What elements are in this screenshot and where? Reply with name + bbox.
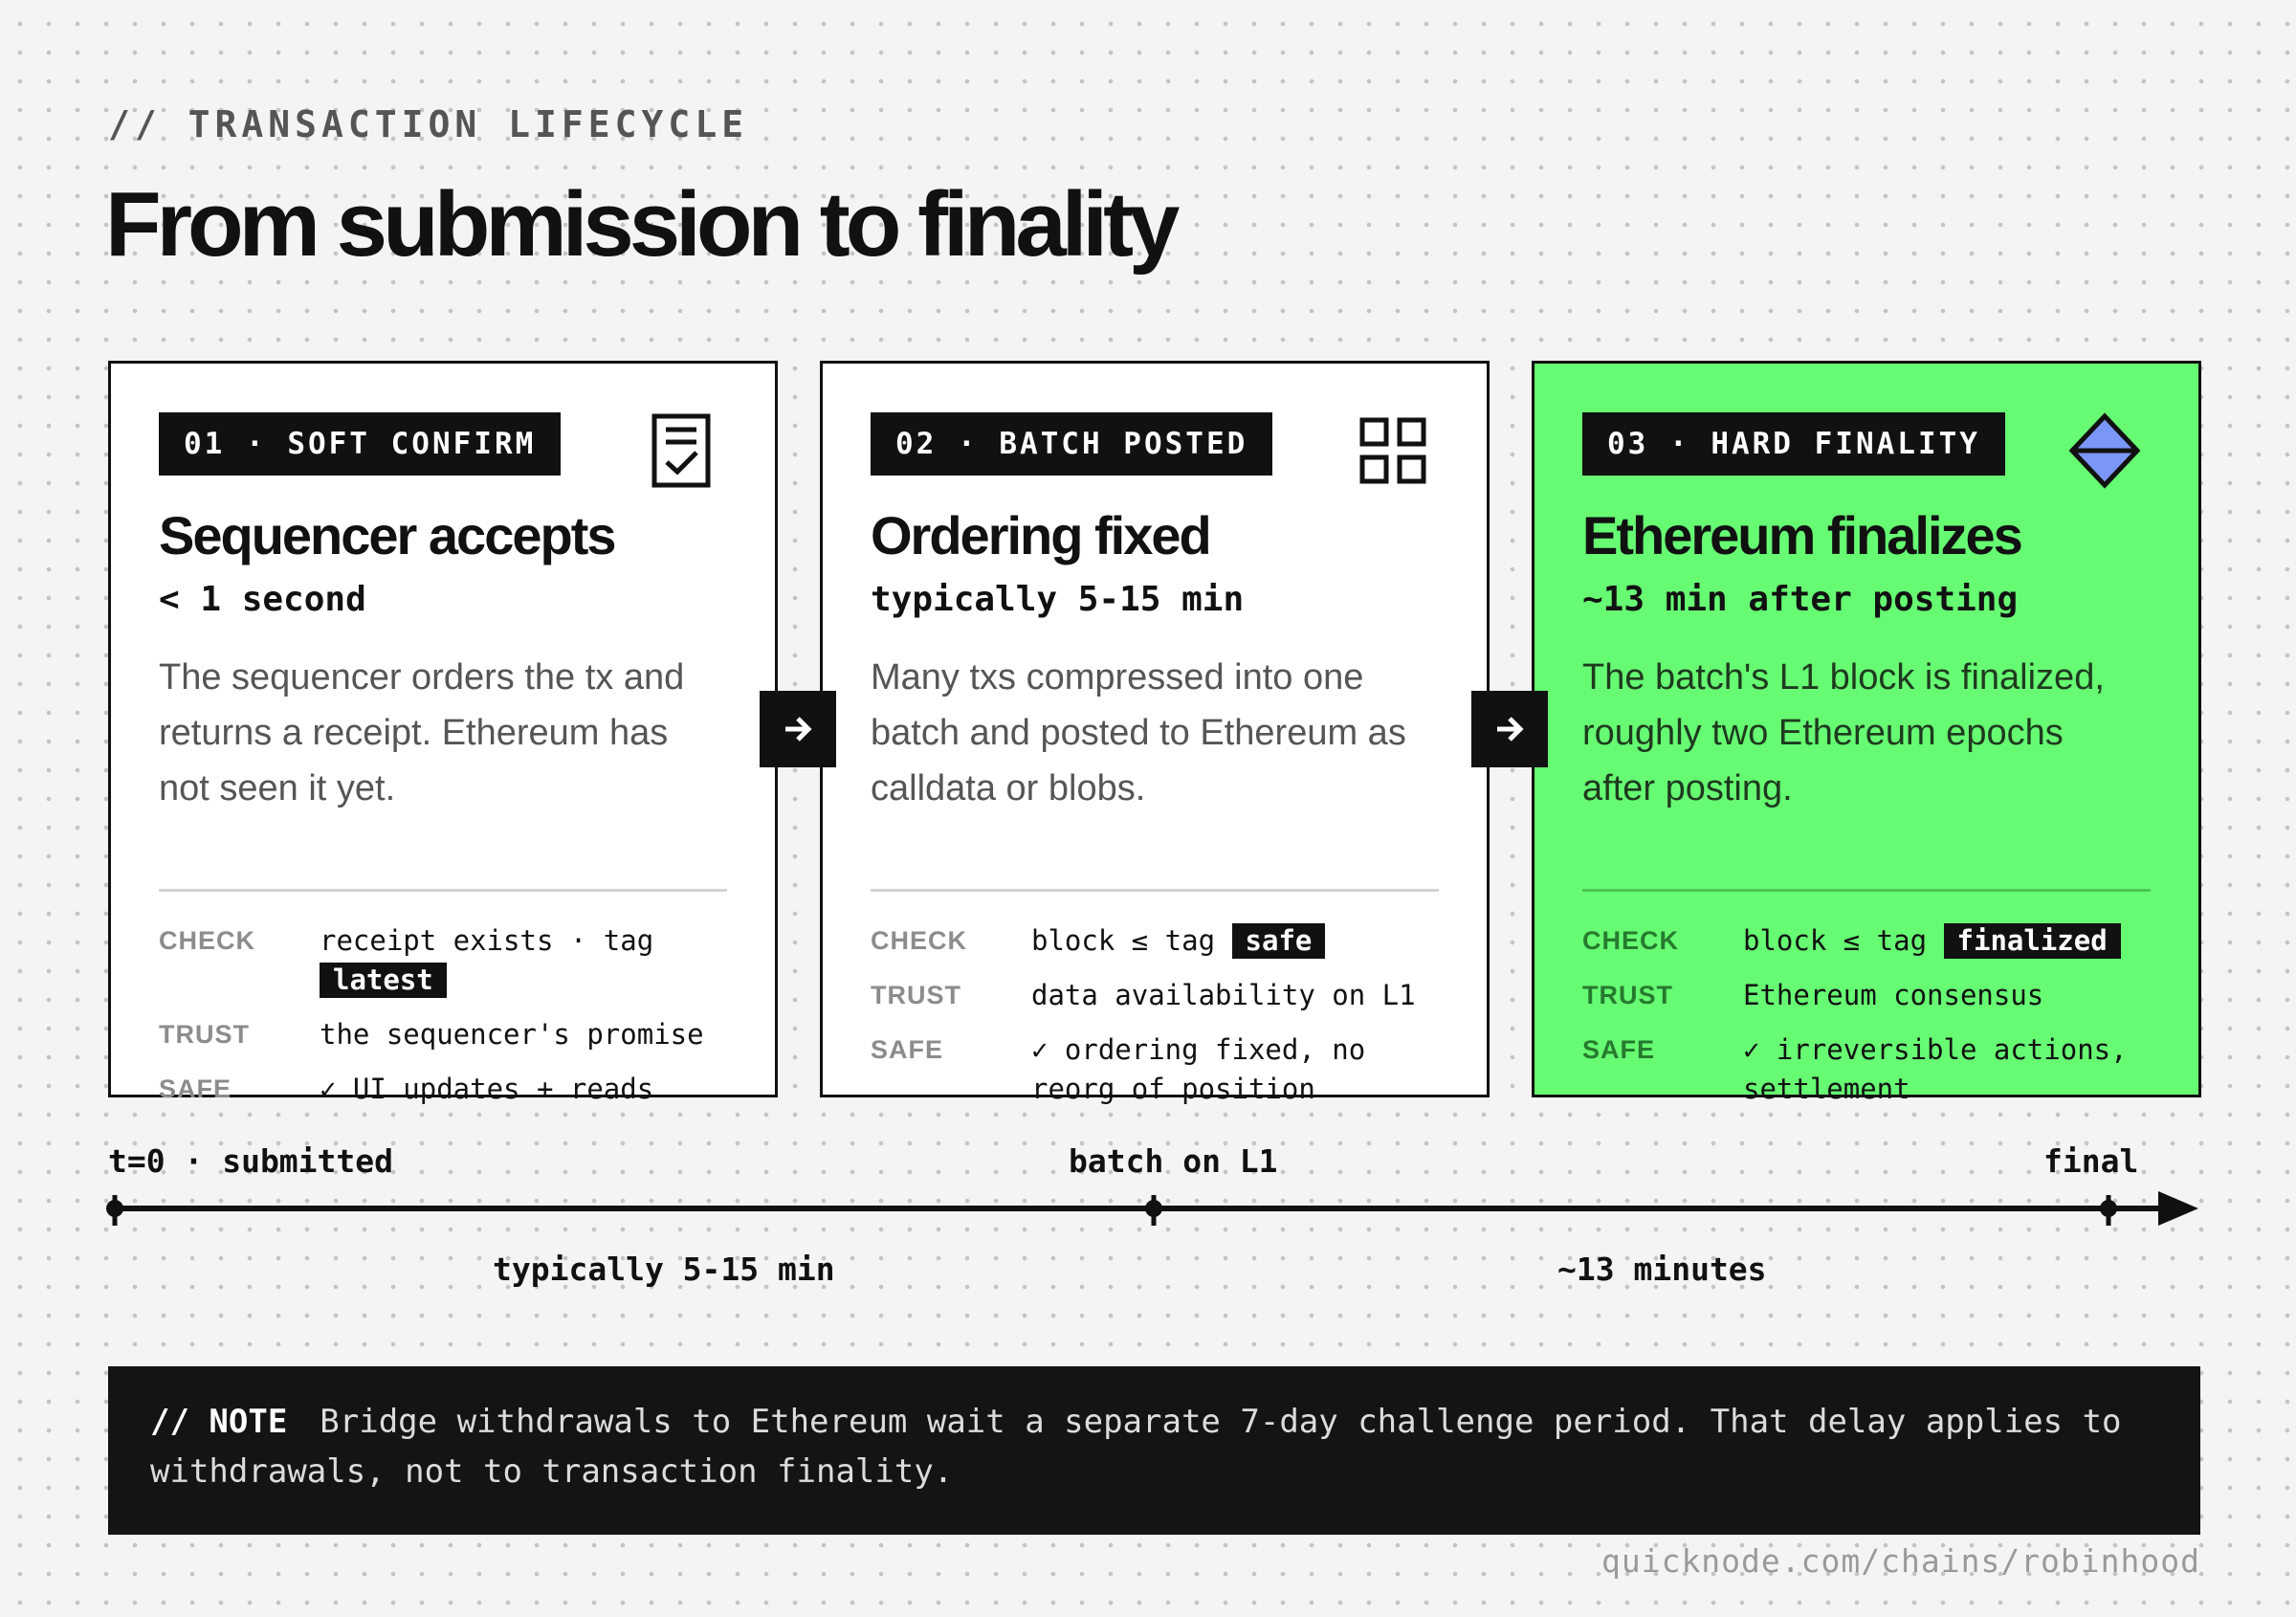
check-value: receipt exists · tag latest: [320, 921, 727, 1000]
safe-key: SAFE: [871, 1035, 944, 1064]
timeline-arrowhead: [2158, 1191, 2198, 1226]
timeline-marker-start: [106, 1200, 123, 1217]
trust-key: TRUST: [871, 981, 961, 1009]
check-row: CHECK block ≤ tag finalized: [1582, 921, 2151, 961]
safe-key: SAFE: [159, 1074, 232, 1103]
safe-value: ✓ ordering fixed, no reorg of position: [1031, 1033, 1366, 1105]
check-key: CHECK: [871, 926, 968, 955]
check-text: block ≤ tag: [1031, 924, 1216, 957]
timeline-marker-mid: [1145, 1200, 1162, 1217]
timeline-segment2-label: ~13 minutes: [1557, 1251, 1767, 1288]
stage-title: Sequencer accepts: [159, 505, 616, 565]
note-text: Bridge withdrawals to Ethereum wait a se…: [150, 1403, 2122, 1491]
flow-arrow-1: [760, 691, 836, 767]
check-key: CHECK: [1582, 926, 1680, 955]
check-text: block ≤ tag: [1743, 924, 1928, 957]
safe-row: SAFE ✓ irreversible actions, settlement: [1582, 1030, 2151, 1109]
stage-badge: 03 · HARD FINALITY: [1582, 412, 2005, 476]
trust-row: TRUST Ethereum consensus: [1582, 976, 2151, 1015]
check-value: block ≤ tag safe: [1031, 921, 1439, 961]
timeline-marker-end: [2100, 1200, 2117, 1217]
ethereum-diamond-icon: [2068, 412, 2141, 489]
safe-row: SAFE ✓ ordering fixed, no reorg of posit…: [871, 1030, 1439, 1109]
stage-time: < 1 second: [159, 580, 366, 619]
timeline-start-label: t=0 · submitted: [108, 1142, 394, 1180]
grid-blocks-icon: [1359, 417, 1426, 484]
timeline-end-label: final: [2043, 1142, 2139, 1180]
divider: [159, 889, 727, 892]
trust-row: TRUST the sequencer's promise: [159, 1015, 727, 1054]
stage-description: Many txs compressed into one batch and p…: [871, 657, 1406, 808]
stage-card-batch-posted: 02 · BATCH POSTED Ordering fixed typical…: [820, 361, 1490, 1105]
trust-value: Ethereum consensus: [1743, 979, 2044, 1011]
eyebrow-label: // TRANSACTION LIFECYCLE: [108, 103, 749, 145]
stage-details: CHECK block ≤ tag safe TRUST data availa…: [871, 921, 1439, 1124]
safe-key: SAFE: [1582, 1035, 1656, 1064]
footer-url: quicknode.com/chains/robinhood: [1601, 1542, 2200, 1580]
stage-description: The sequencer orders the tx and returns …: [159, 657, 685, 808]
safe-value: ✓ irreversible actions, settlement: [1743, 1033, 2128, 1105]
block-tag-badge: safe: [1231, 923, 1326, 959]
block-tag-badge: latest: [320, 963, 447, 998]
check-row: CHECK block ≤ tag safe: [871, 921, 1439, 961]
timeline-segment1-label: typically 5-15 min: [493, 1251, 835, 1288]
stage-card-soft-confirm: 01 · SOFT CONFIRM Sequencer accepts < 1 …: [108, 361, 778, 1105]
stage-description: The batch's L1 block is finalized, rough…: [1582, 657, 2105, 808]
stage-details: CHECK receipt exists · tag latest TRUST …: [159, 921, 727, 1124]
trust-value: the sequencer's promise: [320, 1018, 704, 1051]
note-label: // NOTE: [150, 1403, 288, 1441]
check-text: receipt exists · tag: [320, 924, 654, 957]
stage-time: ~13 min after posting: [1582, 580, 2019, 619]
check-value: block ≤ tag finalized: [1743, 921, 2151, 961]
check-key: CHECK: [159, 926, 256, 955]
stage-badge: 02 · BATCH POSTED: [871, 412, 1273, 476]
safe-row: SAFE ✓ UI updates + reads: [159, 1070, 727, 1109]
stage-details: CHECK block ≤ tag finalized TRUST Ethere…: [1582, 921, 2151, 1124]
flow-arrow-2: [1471, 691, 1548, 767]
arrow-right-icon: [785, 717, 812, 742]
trust-value: data availability on L1: [1031, 979, 1416, 1011]
receipt-check-icon: [651, 413, 711, 488]
trust-key: TRUST: [1582, 981, 1673, 1009]
arrow-right-icon: [1497, 717, 1524, 742]
stage-title: Ordering fixed: [871, 505, 1212, 565]
stage-card-hard-finality: 03 · HARD FINALITY Ethereum finalizes ~1…: [1532, 361, 2201, 1105]
trust-key: TRUST: [159, 1020, 250, 1049]
divider: [1582, 889, 2151, 892]
trust-row: TRUST data availability on L1: [871, 976, 1439, 1015]
safe-value: ✓ UI updates + reads: [320, 1073, 654, 1105]
divider: [871, 889, 1439, 892]
stage-title: Ethereum finalizes: [1582, 505, 2023, 565]
page-title: From submission to finality: [105, 173, 1180, 276]
block-tag-badge: finalized: [1943, 923, 2121, 959]
timeline-mid-label: batch on L1: [1069, 1142, 1278, 1180]
stage-badge: 01 · SOFT CONFIRM: [159, 412, 562, 476]
check-row: CHECK receipt exists · tag latest: [159, 921, 727, 1000]
stage-time: typically 5-15 min: [871, 580, 1245, 619]
